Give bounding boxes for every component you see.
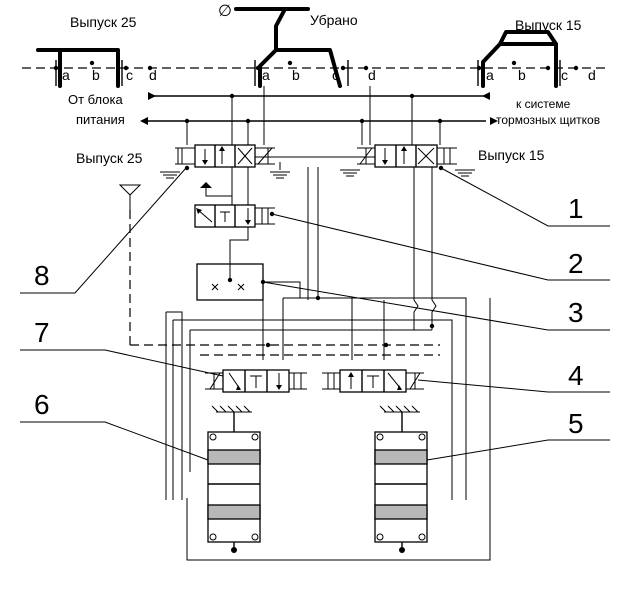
solenoid-valve-middle	[118, 182, 275, 345]
switch-lever-middle	[234, 7, 342, 88]
contact-right-a: a	[486, 67, 494, 83]
callout-3: 3	[568, 297, 584, 328]
actuator-right	[374, 405, 428, 553]
labels: Выпуск 25 ∅ Убрано Выпуск 15 a b c d a b…	[34, 3, 600, 439]
label-system-2: тормозных щитков	[496, 113, 600, 127]
callout-2: 2	[568, 248, 584, 279]
switch-lever-right	[481, 30, 558, 88]
contact-middle-d: d	[368, 67, 376, 83]
contact-middle-c: c	[332, 67, 339, 83]
contact-left-b: b	[92, 67, 100, 83]
supply-lines	[140, 92, 498, 125]
contact-right-c: c	[561, 67, 568, 83]
label-vypusk15-top: Выпуск 15	[515, 17, 582, 33]
contact-right-b: b	[518, 67, 526, 83]
flow-divider	[196, 263, 266, 301]
label-power-1: От блока	[68, 92, 123, 107]
label-system-1: к системе	[516, 97, 571, 111]
leader-lines	[20, 167, 610, 461]
contact-left-d: d	[149, 67, 157, 83]
selector-switch	[22, 7, 610, 88]
solenoid-valve-left-top	[160, 144, 290, 179]
label-vypusk25-valve: Выпуск 25	[76, 150, 143, 166]
contact-left-c: c	[126, 67, 133, 83]
solenoid-valve-lower-left	[205, 369, 307, 393]
contact-middle-a: a	[262, 67, 270, 83]
callout-8: 8	[34, 260, 50, 291]
solenoid-valve-lower-right	[322, 369, 424, 393]
callout-5: 5	[568, 408, 584, 439]
callout-1: 1	[568, 193, 584, 224]
solenoid-valve-right-top	[184, 144, 475, 177]
contact-middle-b: b	[292, 67, 300, 83]
contact-right-d: d	[588, 67, 596, 83]
label-power-2: питания	[76, 112, 125, 127]
label-phi: ∅	[218, 3, 232, 20]
switch-lever-left	[36, 48, 120, 88]
label-ubrano: Убрано	[310, 12, 358, 28]
piping	[130, 86, 491, 561]
label-vypusk15-valve: Выпуск 15	[478, 147, 545, 163]
contact-left-a: a	[62, 67, 70, 83]
callout-4: 4	[568, 360, 584, 391]
callout-6: 6	[34, 389, 50, 420]
actuator-left	[207, 405, 261, 553]
label-vypusk25-top: Выпуск 25	[70, 14, 137, 30]
callout-7: 7	[34, 317, 50, 348]
